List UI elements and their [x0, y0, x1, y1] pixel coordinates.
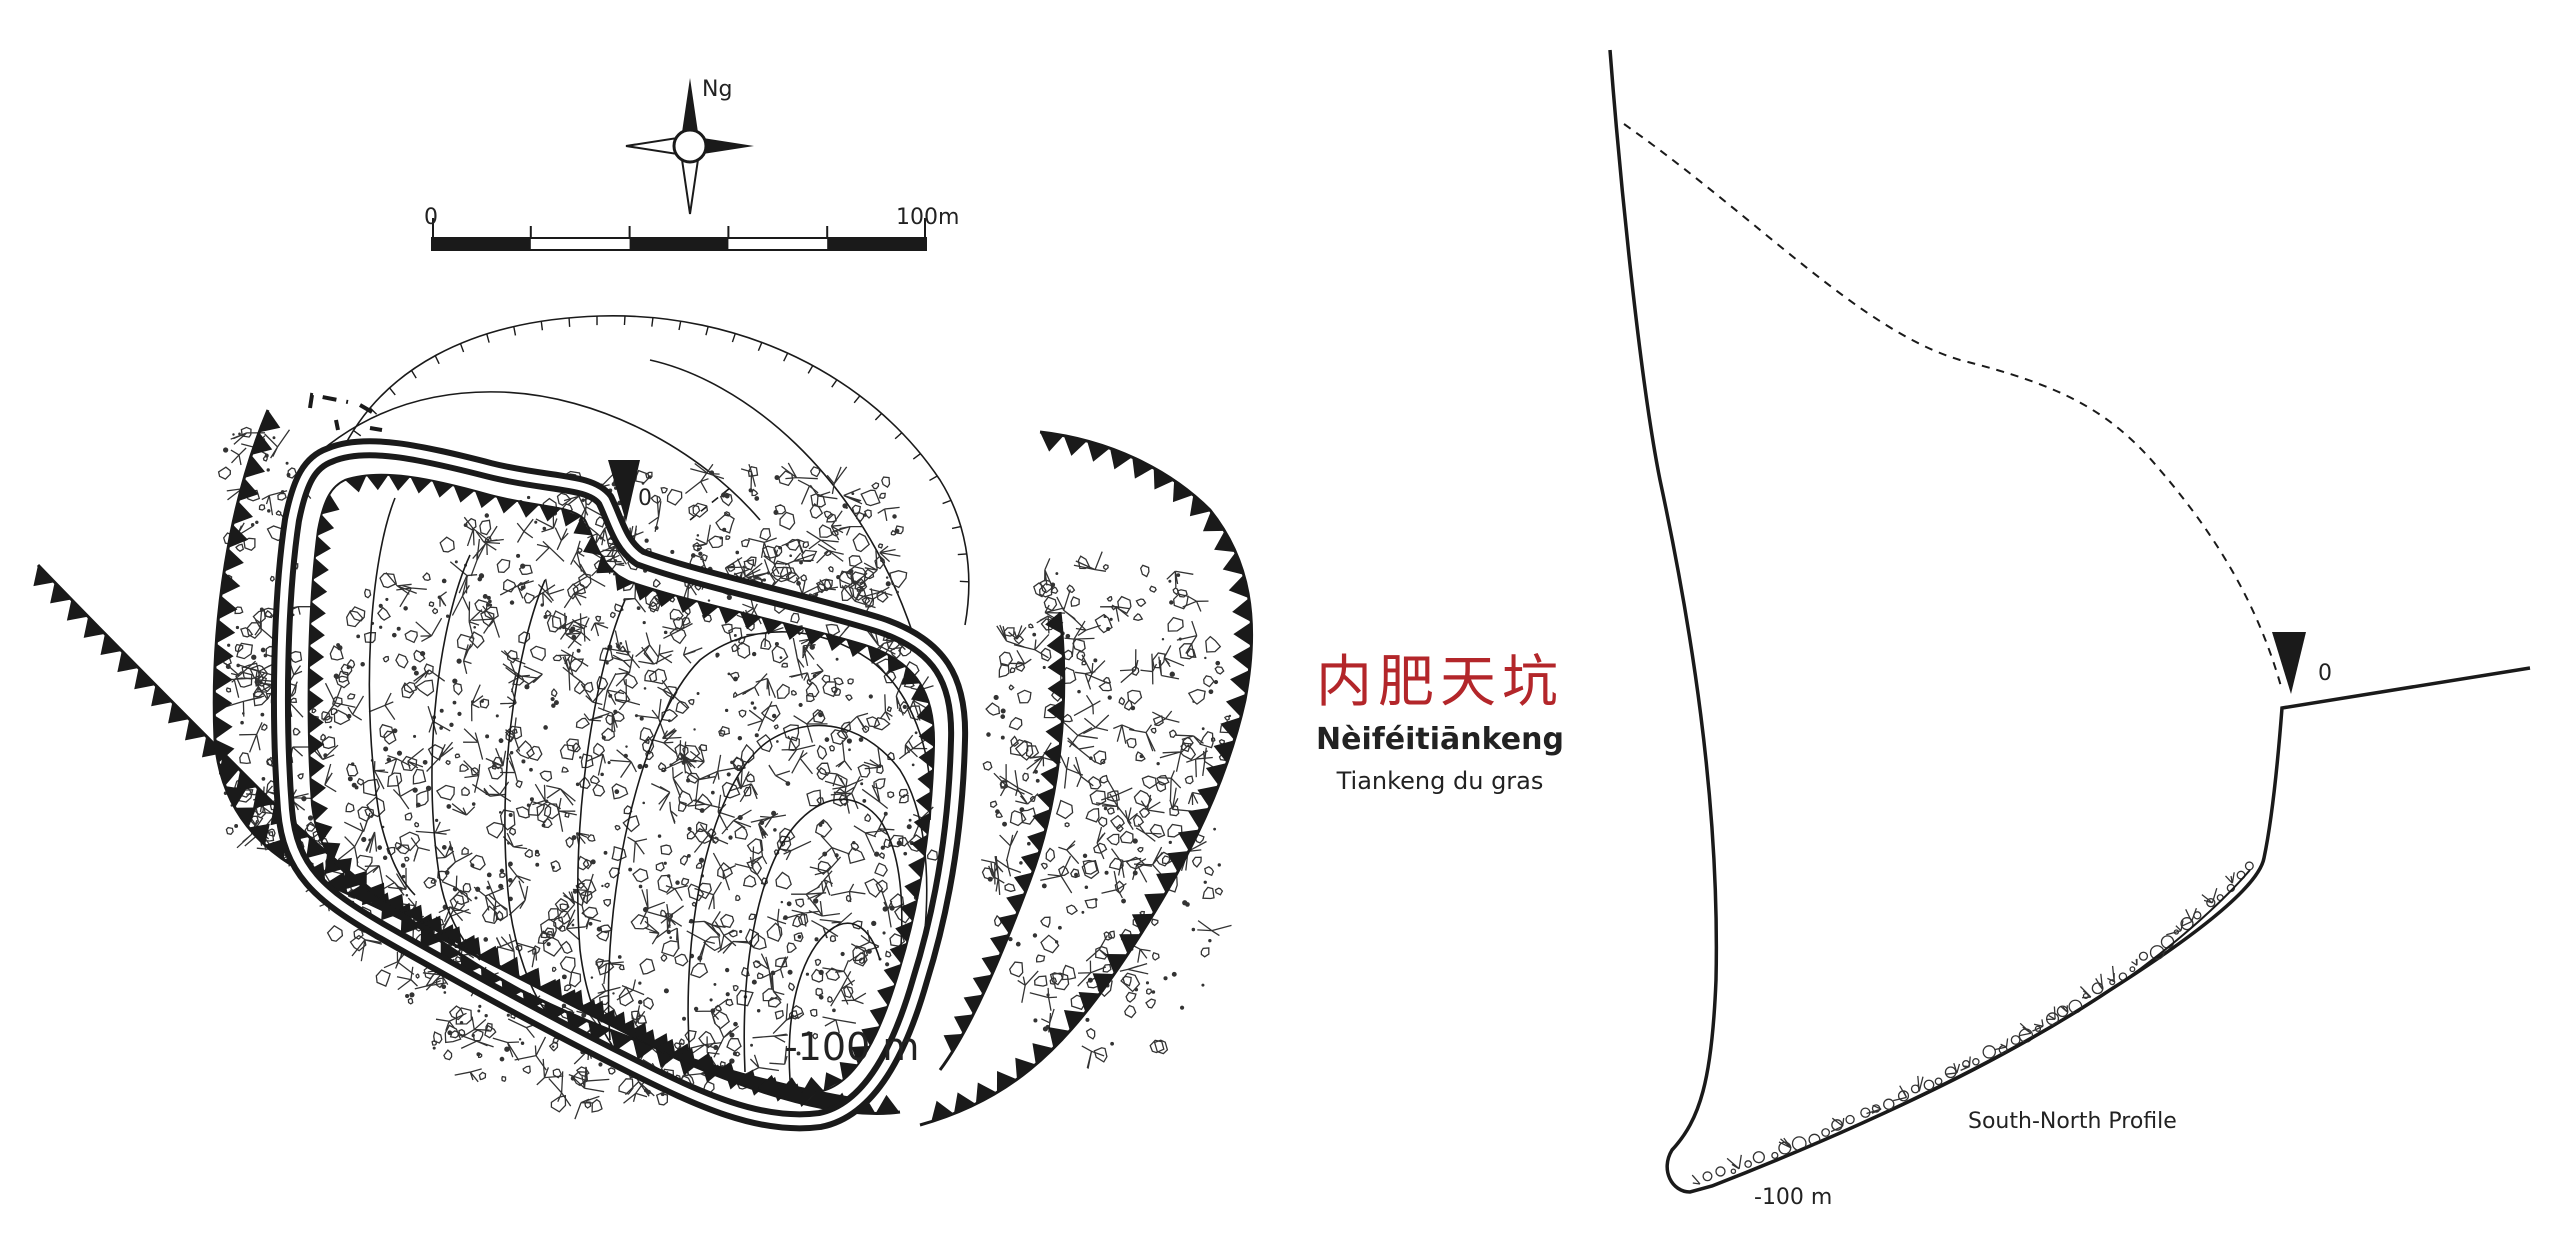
scale-start-label: 0 [424, 205, 438, 230]
cliff-tooth [916, 791, 932, 813]
cliff-tooth [117, 651, 138, 672]
cliff-tooth [168, 702, 189, 723]
profile-rim-line [1624, 124, 2282, 690]
title-block: 内肥天坑 Nèiféitiānkeng Tiankeng du gras [1240, 650, 1640, 798]
cliff-tooth [1046, 722, 1063, 744]
cliff-tooth [216, 619, 235, 643]
entrance-label: 0 [638, 486, 652, 511]
profile-entrance-label: 0 [2318, 661, 2332, 686]
cliff-tooth [1049, 1027, 1070, 1048]
cliff-tooth [964, 995, 983, 1015]
cliff-tooth [67, 599, 88, 620]
profile-rubble-texture [1692, 862, 2253, 1184]
cliff-tooth [1047, 700, 1064, 722]
cliff-tooth [214, 715, 232, 739]
north-arrow-icon: Ng [626, 77, 754, 214]
cliff-tooth [315, 536, 331, 558]
cliff-tooth [310, 602, 326, 624]
cliff-tooth [221, 572, 240, 596]
cliff-tooth [236, 770, 257, 791]
cliff-tooth [100, 634, 121, 655]
cliff-tooth [309, 624, 324, 646]
profile-depth-label: -100 m [1754, 1185, 1832, 1210]
cliff-tooth [1233, 622, 1251, 646]
cliff-tooth [366, 475, 388, 490]
cliff-tooth [496, 497, 518, 514]
north-label: Ng [702, 77, 732, 102]
cliff-tooth [944, 1034, 963, 1053]
cliff-tooth [151, 685, 172, 706]
scale-bar: 0 100m [424, 205, 959, 250]
cliff-tooth [134, 668, 155, 689]
cliff-tooth [802, 1077, 824, 1093]
profile-caption: South-North Profile [1968, 1109, 2177, 1134]
cliff-tooth [1190, 495, 1211, 516]
scale-end-label: 100m [896, 205, 959, 230]
depth-label: -100 m [784, 1025, 919, 1069]
cliff-tooth [185, 719, 206, 740]
profile-view: 0 South-North Profile -100 m [1610, 50, 2530, 1210]
cliff-tooth [1132, 457, 1153, 478]
uncertain-wall [310, 395, 382, 430]
cliff-tooth [1048, 678, 1064, 700]
cliff-tooth [973, 975, 992, 995]
profile-entrance-marker: 0 [2272, 632, 2332, 694]
cliff-tooth [539, 979, 558, 997]
title-chinese: 内肥天坑 [1240, 650, 1640, 716]
cliff-tooth [876, 1095, 900, 1114]
cliff-tooth [1032, 1043, 1053, 1064]
cliff-tooth [1188, 808, 1209, 830]
cliff-tooth [954, 1014, 973, 1033]
cliff-tooth [1064, 1010, 1085, 1031]
cliff-tooth [1047, 634, 1064, 656]
cliff-tooth [214, 667, 232, 691]
cliff-tooth [33, 565, 54, 586]
cliff-tooth [824, 1072, 843, 1090]
plan-view: Ng 0 100m [33, 77, 1251, 1125]
cliff-tooth [917, 769, 933, 791]
cliff-tooth [1144, 893, 1166, 914]
cliff-tooth [309, 668, 324, 690]
cliff-tooth [1045, 612, 1062, 634]
cliff-tooth [432, 481, 453, 498]
cliff-tooth [919, 747, 934, 769]
cliff-tooth [388, 475, 410, 491]
cliff-tooth [870, 1006, 888, 1026]
cliff-tooth [1156, 872, 1178, 893]
title-pinyin: Nèiféitiānkeng [1240, 720, 1640, 760]
cliff-tooth [214, 691, 232, 715]
cliff-tooth [309, 646, 324, 668]
cliff-tooth [902, 667, 921, 685]
cliff-tooth [309, 690, 324, 712]
cliff-tooth [218, 596, 237, 620]
cliff-tooth [50, 582, 71, 603]
cliff-tooth [1154, 468, 1174, 490]
cliff-tooth [976, 1082, 997, 1104]
cliff-tooth [311, 580, 327, 602]
cliff-tooth [310, 778, 326, 800]
cliff-tooth [1232, 598, 1251, 622]
title-french: Tiankeng du gras [1240, 764, 1640, 798]
cliff-tooth [1214, 531, 1235, 552]
cliff-tooth [1043, 744, 1060, 766]
cliff-tooth [84, 617, 105, 638]
cliff-tooth [313, 558, 329, 580]
